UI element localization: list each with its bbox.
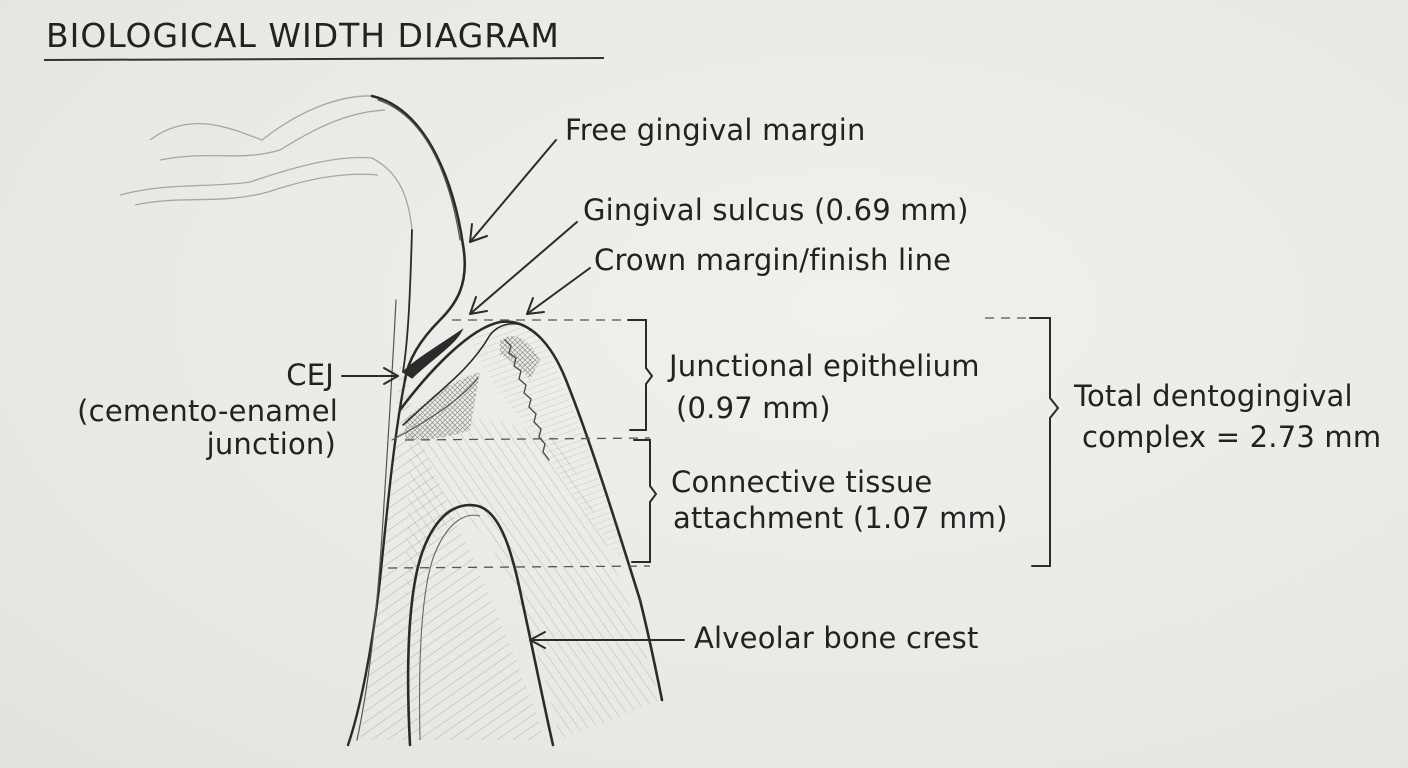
label-junctional-epithelium: Junctional epithelium [669, 349, 980, 383]
tooth-outline [346, 94, 467, 747]
reference-dashed-lines [387, 317, 1030, 569]
label-junctional-epithelium-value: (0.97 mm) [676, 391, 831, 425]
label-connective-tissue-line2: attachment (1.07 mm) [673, 501, 1008, 535]
label-free-gingival-margin: Free gingival margin [565, 113, 866, 147]
junctional-crosshatch-2 [500, 336, 540, 380]
label-cej-line2: (cemento-enamel [77, 394, 338, 428]
label-total-line1: Total dentogingival [1074, 379, 1353, 413]
arrow-alveolar-bone-crest [529, 631, 685, 649]
arrow-crown-margin [526, 267, 591, 315]
label-crown-margin: Crown margin/finish line [594, 243, 952, 277]
tooth-root-hatching [360, 360, 545, 740]
label-alveolar-bone-crest: Alveolar bone crest [694, 621, 979, 655]
junctional-crosshatch [405, 372, 480, 440]
diagram-title: BIOLOGICAL WIDTH DIAGRAM [46, 16, 560, 55]
epithelium-dome [391, 320, 664, 702]
bracket-junctional-epithelium [627, 319, 654, 431]
label-cej-line3: junction) [206, 427, 336, 461]
label-total-line2: complex = 2.73 mm [1082, 420, 1382, 454]
label-cej: CEJ [286, 358, 334, 392]
bracket-total-complex [1029, 317, 1060, 567]
bracket-connective-tissue [631, 439, 658, 563]
arrow-cej [341, 367, 399, 385]
alveolar-bone-crest [406, 503, 555, 747]
arrow-gingival-sulcus [469, 221, 578, 315]
crown-region-hatching [470, 322, 625, 560]
gingiva-outline [119, 95, 413, 231]
label-gingival-sulcus: Gingival sulcus (0.69 mm) [583, 193, 969, 227]
label-connective-tissue-line1: Connective tissue [671, 465, 933, 499]
bone-region-hatching [405, 419, 660, 740]
arrow-free-gingival-margin [469, 139, 557, 243]
